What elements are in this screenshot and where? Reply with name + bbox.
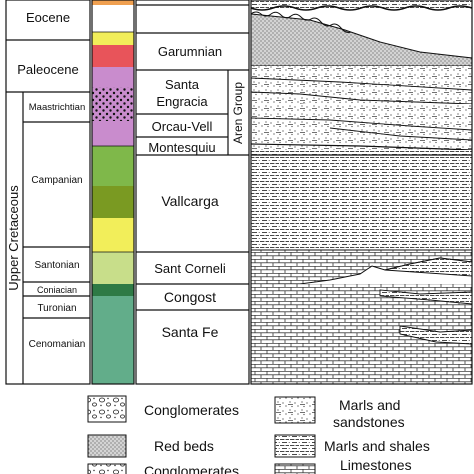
legend-marls-sandstones-label-2: sandstones: [333, 414, 405, 430]
aren-group-label: Aren Group: [231, 82, 245, 144]
color-coniacian-green: [92, 284, 134, 296]
legend-marls-sandstones-swatch: [274, 396, 316, 424]
turonian-label: Turonian: [37, 303, 76, 314]
color-vallcarga-olive: [92, 186, 134, 218]
color-teal-green: [92, 296, 134, 384]
lithology-panel: [250, 0, 473, 385]
paleocene-label: Paleocene: [17, 62, 78, 77]
legend-limestones-label: Limestones: [340, 457, 412, 473]
color-garumnian-red: [92, 45, 134, 67]
legend-marls-sandstones-label-1: Marls and: [339, 397, 400, 413]
legend: Conglomerates Red beds Conglomerates Mar…: [87, 395, 430, 474]
color-vallcarga-yellow: [92, 218, 134, 252]
litho-eocene-band: [251, 0, 472, 8]
litho-montesquiu-line: [250, 143, 473, 151]
litho-santa-fe-lime: [251, 310, 472, 384]
legend-conglomerates-label: Conglomerates: [144, 402, 239, 418]
eocene-label: Eocene: [26, 10, 70, 25]
color-orcau-violet: [92, 121, 134, 146]
legend-marls-shales-swatch: [274, 434, 316, 458]
santonian-label: Santonian: [34, 260, 79, 271]
montesquiu-label: Montesquiu: [148, 140, 215, 155]
litho-sand-wedge-2: [250, 91, 473, 105]
litho-orcau-wedge-1: [250, 117, 473, 131]
litho-vallcarga-shale: [251, 150, 472, 250]
litho-red-beds-top-wavy: [250, 11, 352, 33]
litho-eocene-wavy-top: [250, 5, 473, 11]
coniacian-label: Coniacian: [37, 285, 77, 295]
litho-sand-wedge-1: [250, 77, 473, 91]
formation-column-frame: [135, 0, 250, 385]
legend-partial-conglomerates-label: Conglomerates: [144, 463, 239, 474]
orcau-vell-label: Orcau-Vell: [152, 119, 213, 134]
legend-marls-shales-label: Marls and shales: [324, 438, 430, 454]
santa-engracia-label-2: Engracia: [156, 94, 208, 109]
color-column-frame: [91, 0, 135, 385]
sant-corneli-label: Sant Corneli: [154, 261, 226, 276]
litho-santa-engracia-sand: [251, 66, 472, 104]
legend-limestones-swatch: [274, 463, 316, 474]
color-garumnian-yellow: [92, 32, 134, 45]
legend-conglomerates-swatch: [87, 395, 127, 423]
color-maastrichtian-dots-overlay: [92, 87, 134, 121]
color-eocene-white: [92, 5, 134, 32]
upper-cretaceous-label: Upper Cretaceous: [6, 185, 21, 291]
cenomanian-label: Cenomanian: [29, 339, 86, 350]
age-column: Eocene Paleocene Upper Cretaceous Maastr…: [5, 0, 91, 385]
litho-orcau-wedge-2: [329, 127, 473, 141]
legend-red-beds-label: Red beds: [154, 438, 214, 454]
vallcarga-label: Vallcarga: [161, 193, 219, 209]
campanian-label: Campanian: [31, 175, 82, 186]
color-column: [91, 0, 135, 385]
litho-orcau-sand: [251, 104, 472, 150]
santa-fe-label: Santa Fe: [162, 324, 219, 340]
color-eocene-unit: [92, 0, 134, 5]
age-column-frame: [5, 0, 91, 385]
maastrichtian-label: Maastrichtian: [29, 102, 86, 113]
color-santonian-green: [92, 252, 134, 284]
formation-column: Garumnian Santa Engracia Orcau-Vell Mont…: [135, 0, 250, 385]
lithology-frame: [250, 0, 473, 385]
color-santa-engracia-violet: [92, 67, 134, 87]
santa-engracia-label-1: Santa: [165, 77, 200, 92]
garumnian-label: Garumnian: [158, 44, 222, 59]
congost-label: Congost: [164, 289, 216, 305]
legend-red-beds-swatch: [87, 434, 127, 458]
color-vallcarga-green-1: [92, 146, 134, 186]
legend-partial-conglomerates-swatch: [87, 463, 127, 474]
